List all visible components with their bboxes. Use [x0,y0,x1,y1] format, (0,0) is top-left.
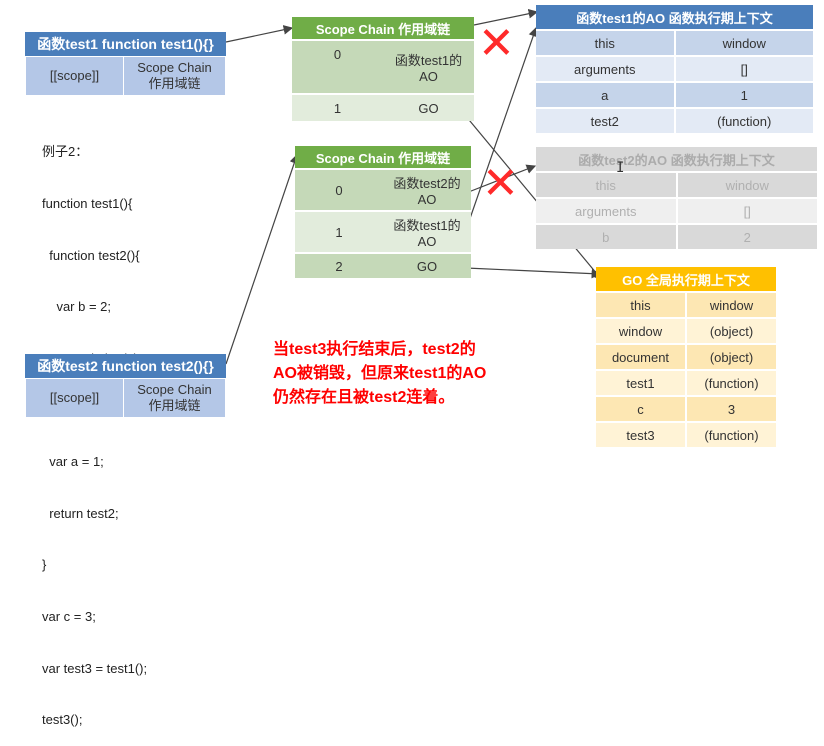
code-line: } [42,557,47,573]
ao2-key: arguments [536,197,677,224]
go-value: (function) [685,369,776,396]
fn1-scope-chain-label: Scope Chain 作用域链 [123,56,226,96]
go-key: c [596,395,686,422]
explanation-note: 当test3执行结束后，test2的 AO被销毁，但原来test1的AO 仍然存… [273,341,487,406]
code-line: test3(); [42,712,83,728]
test2-ao-title: 函数test2的AO 函数执行期上下文 [536,147,817,171]
arrow-fn2-to-sc2 [225,153,299,365]
go-value: (function) [685,421,776,447]
ao2-value: [] [675,197,817,224]
sc1-index: 0 [292,39,383,94]
scope-chain-2: Scope Chain 作用域链 0 函数test2的 AO 1 函数test1… [295,146,471,278]
ao1-value: 1 [673,81,813,108]
code-line: var c = 3; [42,608,96,624]
arrow-fn1-to-sc1 [225,25,294,43]
go-value: 3 [685,395,776,422]
arrow-sc1-to-ao1 [473,8,539,26]
fn1-scope-label: [[scope]] [25,56,124,96]
code-line: function test1(){ [42,196,133,212]
text-cursor-icon: I [616,160,625,176]
go-key: document [596,343,686,370]
sc2-index: 2 [295,252,383,278]
ao1-value: (function) [673,107,813,133]
code-line: var a = 1; [42,454,104,470]
fn2-box: 函数test2 function test2(){} [[scope]] Sco… [25,354,226,418]
sc2-entry: GO [383,252,471,278]
arrow-sc2-to-ao2 [465,164,537,194]
code-line: function test2(){ [42,247,140,263]
code-sample: 例子2： function test1(){ function test2(){… [42,109,147,746]
sc1-index: 1 [292,93,383,121]
code-line: 例子2： [42,144,89,160]
arrow-sc2-go-to-go [465,267,602,279]
scope-chain-1-title: Scope Chain 作用域链 [292,17,474,39]
ao1-value: [] [673,55,813,82]
sc2-index: 0 [295,168,383,211]
code-line: var test3 = test1(); [42,660,148,676]
x-mark-icon: ✕ [478,19,515,68]
ao2-key: b [536,223,677,249]
code-line: var b = 2; [42,299,112,315]
fn2-scope-chain-label: Scope Chain 作用域链 [123,378,226,418]
arrows-layer [225,8,603,365]
ao2-value: 2 [675,223,817,249]
go-value: (object) [685,317,776,344]
ao1-key: this [536,29,675,56]
sc1-entry: GO [383,93,474,121]
scope-chain-2-title: Scope Chain 作用域链 [295,146,471,168]
go-value: (object) [685,343,776,370]
sc1-entry: 函数test1的 AO [383,39,474,94]
go-key: test1 [596,369,686,396]
go-title: GO 全局执行期上下文 [596,267,776,291]
x-mark-icon: ✕ [482,159,519,208]
go-key: test3 [596,421,686,447]
go-value: window [685,291,776,318]
fn1-box: 函数test1 function test1(){} [[scope]] Sco… [25,32,226,96]
ao2-key: this [536,171,677,198]
sc2-entry: 函数test1的 AO [383,210,471,253]
fn2-scope-label: [[scope]] [25,378,124,418]
ao2-value: window [675,171,817,198]
ao1-key: a [536,81,675,108]
scope-chain-1: Scope Chain 作用域链 0 函数test1的 AO 1 GO [292,17,474,121]
go-key: this [596,291,686,318]
fn1-title: 函数test1 function test1(){} [25,32,226,56]
arrow-sc2-to-ao1 [465,26,538,231]
arrow-sc1-go-to-go [449,96,603,281]
ao1-key: arguments [536,55,675,82]
fn2-title: 函数test2 function test2(){} [25,354,226,378]
sc2-entry: 函数test2的 AO [383,168,471,211]
ao1-value: window [673,29,813,56]
test1-ao-title: 函数test1的AO 函数执行期上下文 [536,5,813,29]
go-key: window [596,317,686,344]
sc2-index: 1 [295,210,383,253]
ao1-key: test2 [536,107,675,133]
code-line: return test2; [42,505,119,521]
